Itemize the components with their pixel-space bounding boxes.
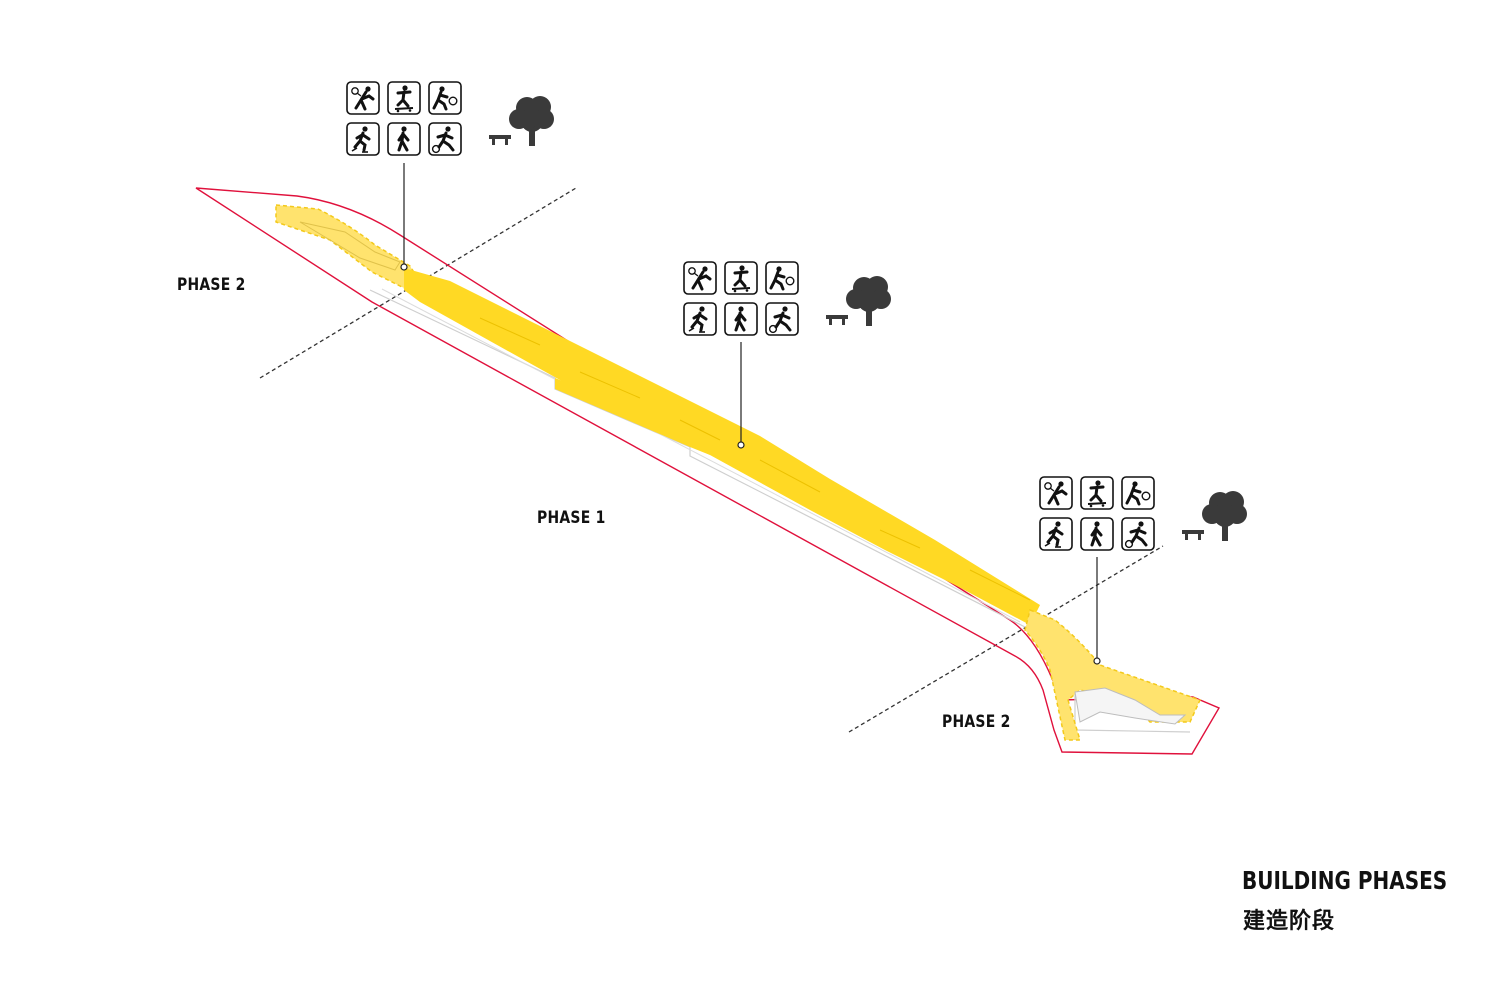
phase1-notch <box>555 378 710 455</box>
phase1-label: PHASE 1 <box>537 508 606 528</box>
football-icon <box>429 123 461 155</box>
ground-edge-inner <box>381 288 1021 623</box>
badminton-icon <box>1040 477 1072 509</box>
phase1-area <box>404 268 1040 625</box>
leader-left <box>400 163 408 271</box>
activity-group-center <box>684 262 893 335</box>
football-icon <box>766 303 798 335</box>
rollerskate-icon <box>684 303 716 335</box>
activity-group-right <box>1040 477 1249 550</box>
legend-title-en: BUILDING PHASES <box>1242 866 1448 895</box>
badminton-icon <box>347 82 379 114</box>
phase-divider-right <box>848 545 1164 733</box>
walking-icon <box>1081 518 1113 550</box>
leader-center <box>737 342 745 449</box>
football-icon <box>1122 518 1154 550</box>
phase2-structure-left <box>299 221 401 271</box>
walking-icon <box>388 123 420 155</box>
tennis-icon <box>1122 477 1154 509</box>
bench-tree-group <box>824 274 893 328</box>
skateboard-icon <box>725 262 757 294</box>
legend-title-zh: 建造阶段 <box>1243 909 1336 934</box>
bench-tree-group <box>487 94 556 148</box>
walking-icon <box>725 303 757 335</box>
site-boundary <box>195 187 1221 755</box>
phase2-area-left <box>275 204 427 291</box>
phase2-label-right: PHASE 2 <box>942 712 1011 732</box>
skateboard-icon <box>388 82 420 114</box>
badminton-icon <box>684 262 716 294</box>
skateboard-icon <box>1081 477 1113 509</box>
tennis-icon <box>429 82 461 114</box>
bench-tree-group <box>1180 489 1249 543</box>
phase2-label-left: PHASE 2 <box>177 275 246 295</box>
rollerskate-icon <box>347 123 379 155</box>
rollerskate-icon <box>1040 518 1072 550</box>
activity-group-left <box>347 82 556 155</box>
phase1-stripe <box>479 317 1031 601</box>
phase2-structure-right <box>1074 687 1187 725</box>
leader-right <box>1093 557 1101 665</box>
tennis-icon <box>766 262 798 294</box>
